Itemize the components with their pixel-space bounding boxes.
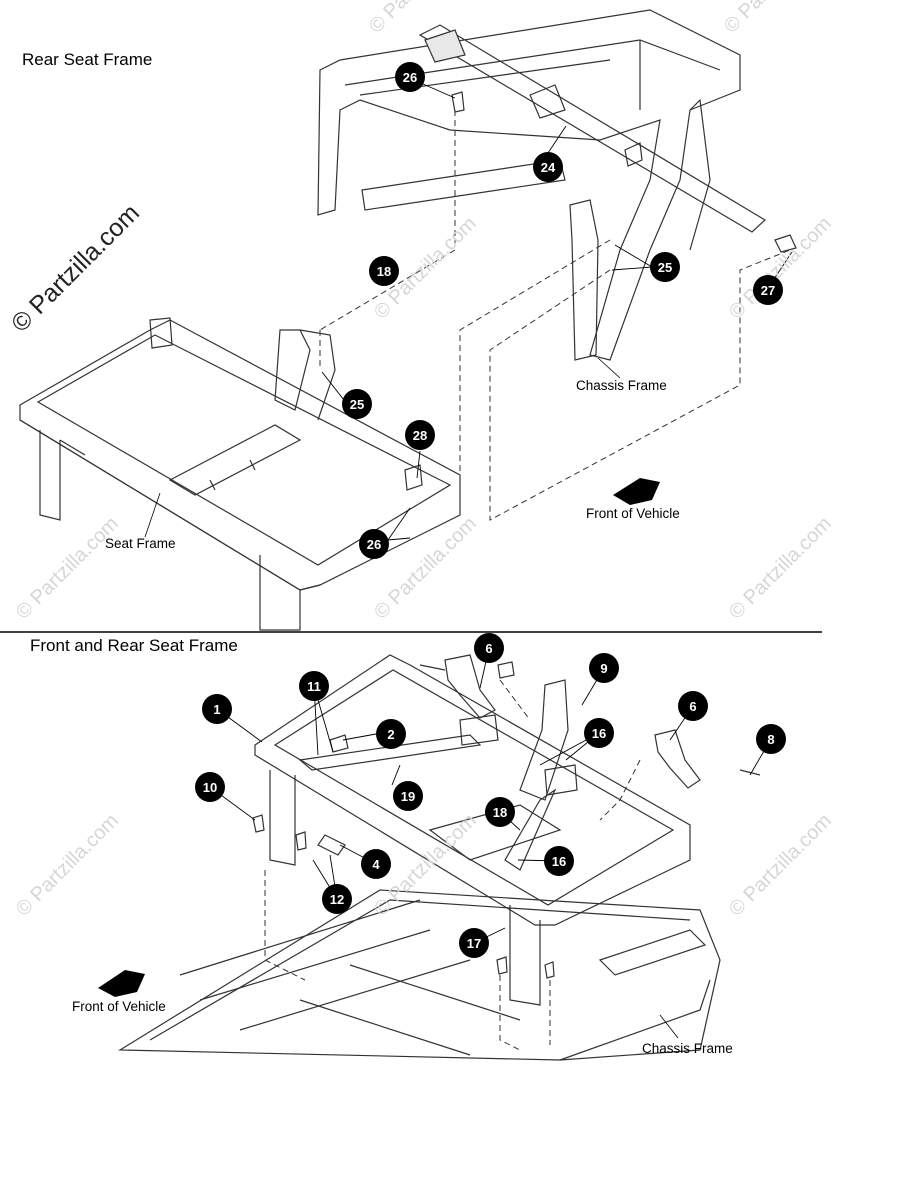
callout-16[interactable]: 16 <box>584 718 614 748</box>
callout-12[interactable]: 12 <box>322 884 352 914</box>
callout-26[interactable]: 26 <box>359 529 389 559</box>
callout-26[interactable]: 26 <box>395 62 425 92</box>
callout-25[interactable]: 25 <box>342 389 372 419</box>
callout-25[interactable]: 25 <box>650 252 680 282</box>
front-of-vehicle-label-bottom: Front of Vehicle <box>72 999 166 1014</box>
front-of-vehicle-label-top: Front of Vehicle <box>586 506 680 521</box>
callout-2[interactable]: 2 <box>376 719 406 749</box>
chassis-frame-label-top: Chassis Frame <box>576 378 667 393</box>
callout-9[interactable]: 9 <box>589 653 619 683</box>
seat-frame-label: Seat Frame <box>105 536 176 551</box>
callout-4[interactable]: 4 <box>361 849 391 879</box>
callout-27[interactable]: 27 <box>753 275 783 305</box>
callout-18[interactable]: 18 <box>485 797 515 827</box>
callout-24[interactable]: 24 <box>533 152 563 182</box>
callout-16[interactable]: 16 <box>544 846 574 876</box>
front-rear-seat-frame-title: Front and Rear Seat Frame <box>30 636 238 655</box>
rear-seat-frame-title: Rear Seat Frame <box>22 50 153 69</box>
callout-11[interactable]: 11 <box>299 671 329 701</box>
callout-6[interactable]: 6 <box>678 691 708 721</box>
callout-28[interactable]: 28 <box>405 420 435 450</box>
callout-8[interactable]: 8 <box>756 724 786 754</box>
chassis-frame-label-bottom: Chassis Frame <box>642 1041 733 1056</box>
callout-19[interactable]: 19 <box>393 781 423 811</box>
callout-1[interactable]: 1 <box>202 694 232 724</box>
callout-18[interactable]: 18 <box>369 256 399 286</box>
callout-6[interactable]: 6 <box>474 633 504 663</box>
callout-10[interactable]: 10 <box>195 772 225 802</box>
callout-17[interactable]: 17 <box>459 928 489 958</box>
